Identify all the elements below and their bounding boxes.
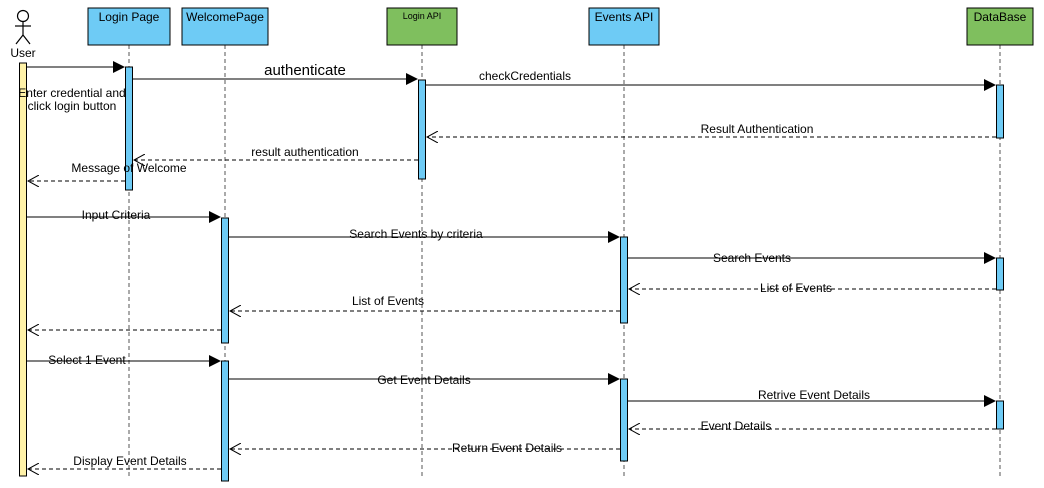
actor-user-label: User [10, 46, 35, 60]
activation-welcome-page-1 [221, 217, 229, 344]
note-line-1: Enter credential and [18, 86, 125, 100]
message-label: checkCredentials [479, 69, 571, 83]
activation-events-api-1 [620, 236, 628, 324]
actor-activation-bar [19, 62, 27, 477]
message-label: Event Details [701, 419, 772, 433]
activation-database-2 [996, 257, 1004, 291]
message-label: Message of Welcome [71, 161, 186, 175]
activation-welcome-page-2 [221, 360, 229, 482]
actor-user[interactable]: User [10, 9, 36, 61]
participant-login-page[interactable]: Login Page [87, 7, 171, 46]
participant-login-api[interactable]: Login API [386, 7, 458, 46]
message-label: Get Event Details [377, 373, 470, 387]
participant-welcome-page-label: WelcomePage [186, 10, 264, 24]
stick-figure-icon [15, 9, 31, 45]
message-label: Search Events [713, 251, 791, 265]
message-label: authenticate [264, 62, 346, 79]
participant-login-api-label: Login API [403, 11, 442, 21]
activation-login-page [125, 66, 133, 191]
message-label: Retrive Event Details [758, 388, 870, 402]
message-label: Display Event Details [73, 454, 186, 468]
note-line-2: click login button [28, 99, 117, 113]
participant-database[interactable]: DataBase [966, 7, 1034, 46]
activation-login-api [418, 79, 426, 180]
participant-events-api-label: Events API [595, 10, 654, 24]
messages: Enter credential and click login button … [18, 61, 996, 469]
message-label: List of Events [760, 281, 832, 295]
activation-database-3 [996, 400, 1004, 430]
activation-bars [125, 66, 1004, 482]
participant-welcome-page[interactable]: WelcomePage [181, 7, 269, 46]
message-label: List of Events [352, 294, 424, 308]
activation-database-1 [996, 84, 1004, 139]
message-label: Input Criteria [82, 208, 151, 222]
lifelines [128, 45, 1001, 478]
message-label: Return Event Details [452, 441, 562, 455]
message-label: Search Events by criteria [349, 227, 483, 241]
activation-events-api-2 [620, 378, 628, 462]
message-label: result authentication [251, 145, 358, 159]
message-label: Result Authentication [701, 122, 814, 136]
participant-login-page-label: Login Page [99, 10, 160, 24]
participant-events-api[interactable]: Events API [588, 7, 660, 46]
participant-database-label: DataBase [974, 10, 1027, 24]
message-label: Select 1 Event [48, 353, 126, 367]
